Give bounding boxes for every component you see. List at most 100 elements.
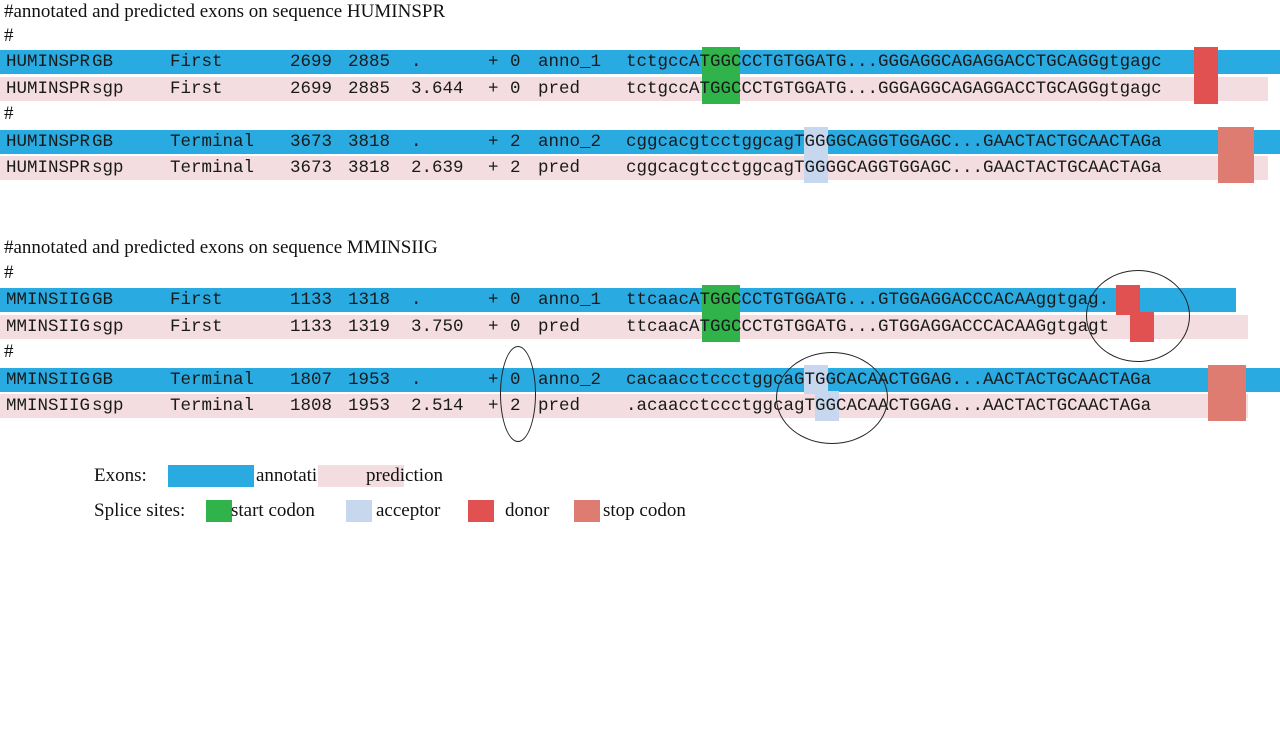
- donor-highlight: [1194, 47, 1218, 77]
- strand: +: [488, 370, 499, 390]
- sequence: tctgccATGGCCCTGTGGATG...GGGAGGCAGAGGACCT…: [626, 52, 1162, 72]
- exon-start: 2699: [290, 79, 333, 99]
- legend-donor-swatch: [468, 500, 494, 522]
- exon-type: First: [170, 79, 223, 99]
- frame: 0: [510, 290, 521, 310]
- exon-start: 1807: [290, 370, 333, 390]
- block-title-huminspr: #annotated and predicted exons on sequen…: [4, 1, 446, 22]
- frame: 2: [510, 158, 521, 178]
- source: sgp: [92, 158, 124, 178]
- sequence: cacaacctccctggcaGTGGCACAACTGGAG...AACTAC…: [626, 370, 1152, 390]
- stop-codon-highlight: [1218, 127, 1254, 157]
- exon-start: 1133: [290, 290, 333, 310]
- legend-start-codon-label: start codon: [231, 500, 315, 521]
- exon-type: First: [170, 290, 223, 310]
- donor-difference-circle: [1086, 270, 1190, 362]
- figure: #annotated and predicted exons on sequen…: [0, 1, 1280, 522]
- frame: 0: [510, 317, 521, 337]
- score: .: [411, 132, 422, 152]
- seq-name: MMINSIIG: [6, 290, 91, 310]
- source: GB: [92, 290, 114, 310]
- exon-type: First: [170, 317, 223, 337]
- exon-label: anno_1: [538, 290, 602, 310]
- legend-stop-codon-swatch: [574, 500, 600, 522]
- block-title-mminsiig: #annotated and predicted exons on sequen…: [4, 237, 438, 258]
- exon-start: 1133: [290, 317, 333, 337]
- legend-stop-codon-label: stop codon: [603, 500, 686, 521]
- strand: +: [488, 132, 499, 152]
- seq-name: HUMINSPR: [6, 132, 91, 152]
- exon-type: Terminal: [170, 132, 255, 152]
- legend-prediction-swatch: [318, 465, 404, 487]
- score: 3.644: [411, 79, 464, 99]
- strand: +: [488, 52, 499, 72]
- legend-annotation-swatch: [168, 465, 254, 487]
- exon-label: anno_1: [538, 52, 602, 72]
- strand: +: [488, 290, 499, 310]
- exon-label: anno_2: [538, 370, 602, 390]
- exon-label: anno_2: [538, 132, 602, 152]
- legend-acceptor-swatch: [346, 500, 372, 522]
- legend-donor-label: donor: [505, 500, 550, 521]
- strand: +: [488, 158, 499, 178]
- legend-exons-label: Exons:: [94, 465, 147, 486]
- exon-end: 1319: [348, 317, 391, 337]
- donor-highlight: [1194, 74, 1218, 104]
- exon-row-annotation: MMINSIIG GB First 1133 1318 . + 0 anno_1…: [0, 285, 1236, 315]
- exon-start: 3673: [290, 158, 333, 178]
- score: 3.750: [411, 317, 464, 337]
- start-codon-highlight: [702, 285, 740, 315]
- sequence: ttcaacATGGCCCTGTGGATG...GTGGAGGACCCACAAg…: [626, 290, 1110, 310]
- separator-hash: #: [4, 262, 14, 283]
- exon-row-annotation: HUMINSPR GB First 2699 2885 . + 0 anno_1…: [0, 47, 1280, 77]
- score: .: [411, 370, 422, 390]
- exon-end: 2885: [348, 52, 391, 72]
- strand: +: [488, 317, 499, 337]
- exon-label: pred: [538, 79, 581, 99]
- exon-row-annotation: MMINSIIG GB Terminal 1807 1953 . + 0 ann…: [0, 365, 1280, 395]
- legend-prediction-label: prediction: [366, 465, 444, 486]
- exon-start: 3673: [290, 132, 333, 152]
- start-codon-highlight: [702, 47, 740, 77]
- legend-splice-label: Splice sites:: [94, 500, 186, 521]
- exon-start: 1808: [290, 396, 333, 416]
- legend-annotation-label: annotation: [256, 465, 337, 486]
- exon-type: Terminal: [170, 396, 255, 416]
- acceptor-difference-circle: [776, 352, 888, 444]
- source: GB: [92, 132, 114, 152]
- start-codon-highlight: [702, 312, 740, 342]
- sequence: cggcacgtcctggcagTGGGGCAGGTGGAGC...GAACTA…: [626, 158, 1162, 178]
- score: 2.639: [411, 158, 464, 178]
- strand: +: [488, 396, 499, 416]
- exon-end: 1318: [348, 290, 391, 310]
- frame: 0: [510, 79, 521, 99]
- frame: 0: [510, 52, 521, 72]
- seq-name: HUMINSPR: [6, 79, 91, 99]
- exon-end: 1953: [348, 370, 391, 390]
- exon-row-prediction: HUMINSPR sgp Terminal 3673 3818 2.639 + …: [0, 153, 1268, 183]
- exon-row-prediction: MMINSIIG sgp First 1133 1319 3.750 + 0 p…: [0, 312, 1248, 342]
- legend-start-codon-swatch: [206, 500, 232, 522]
- exon-row-annotation: HUMINSPR GB Terminal 3673 3818 . + 2 ann…: [0, 127, 1280, 157]
- start-codon-highlight: [702, 74, 740, 104]
- source: GB: [92, 52, 114, 72]
- acceptor-highlight: [804, 153, 828, 183]
- seq-name: MMINSIIG: [6, 396, 91, 416]
- seq-name: MMINSIIG: [6, 370, 91, 390]
- source: GB: [92, 370, 114, 390]
- exon-label: pred: [538, 158, 581, 178]
- exon-label: pred: [538, 396, 581, 416]
- stop-codon-highlight: [1208, 365, 1246, 395]
- source: sgp: [92, 317, 124, 337]
- frame-difference-ellipse: [500, 346, 536, 442]
- score: .: [411, 290, 422, 310]
- strand: +: [488, 79, 499, 99]
- separator-hash: #: [4, 103, 14, 124]
- exon-end: 1953: [348, 396, 391, 416]
- legend-acceptor-label: acceptor: [376, 500, 441, 521]
- frame: 2: [510, 132, 521, 152]
- sequence: ttcaacATGGCCCTGTGGATG...GTGGAGGACCCACAAG…: [626, 317, 1110, 337]
- source: sgp: [92, 79, 124, 99]
- separator-hash: #: [4, 25, 14, 46]
- exon-type: First: [170, 52, 223, 72]
